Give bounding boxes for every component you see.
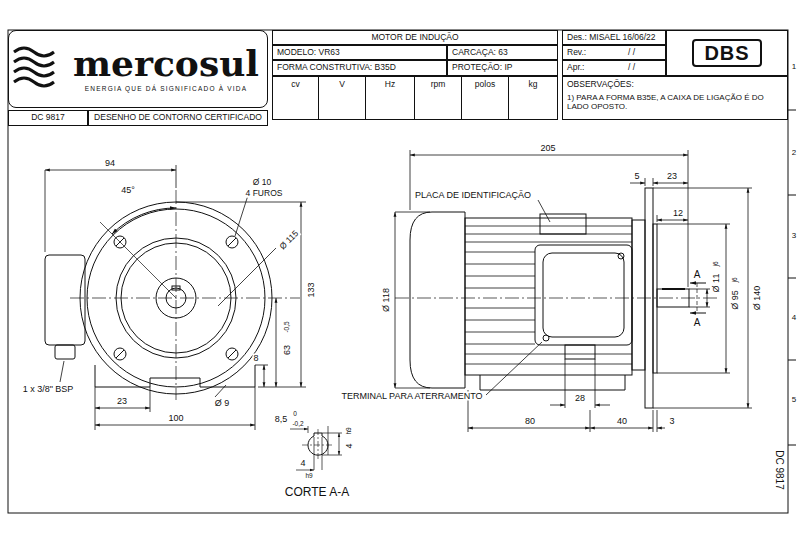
title-block-cell: DESENHO DE CONTORNO CERTIFICADO	[88, 110, 268, 126]
cell-text: MODELO: VR63	[277, 48, 340, 57]
dimension-label: 4	[791, 314, 797, 322]
dimension-label: 100	[167, 414, 184, 423]
dimension-label: 4 FUROS	[245, 189, 284, 198]
dimension-label: Ø 9	[214, 399, 231, 408]
cell-text: PROTEÇÃO: IP	[452, 63, 512, 72]
title-block-cell: MODELO: VR63	[272, 45, 447, 60]
title-block-cell: OBSERVAÇÕES: 1) PARA A FORMA B35E, A CAIX…	[562, 76, 788, 120]
dimension-label: 45°	[120, 186, 136, 195]
tolerance-label: j6	[732, 276, 739, 283]
title-block-cell: Des.: MISAEL 16/06/22	[562, 30, 666, 45]
cell-text: V	[339, 80, 345, 119]
cell-text: Des.: MISAEL 16/06/22	[567, 33, 656, 42]
dimension-label: PLACA DE IDENTIFICAÇÃO	[414, 191, 532, 200]
cell-text: Rev.:	[567, 48, 586, 57]
cell-text: cv	[291, 80, 300, 119]
dimension-label: 80	[524, 417, 536, 426]
dimension-lines	[45, 165, 306, 430]
dimension-label: Ø 11	[712, 273, 721, 294]
dimension-label: 205	[539, 144, 556, 153]
dimension-label: DC 9817	[774, 449, 784, 490]
dimension-label: 8	[252, 354, 259, 363]
title-block-cell: kg	[508, 76, 558, 120]
margin-ticks	[788, 110, 796, 445]
logo-box: mercosulENERGIA QUE DÁ SIGNIFICADO À VID…	[8, 30, 268, 108]
company-logo: DBS	[692, 39, 761, 67]
dimension-label: 40	[616, 417, 628, 426]
title-block-cell: CARCAÇA: 63	[447, 45, 558, 60]
cell-text: / /	[628, 48, 635, 57]
dimension-label: 28	[574, 394, 586, 403]
title-block-cell: DBS	[666, 30, 788, 76]
cell-text: FORMA CONSTRUTIVA: B35D	[277, 63, 396, 72]
dimension-label: 1	[791, 63, 797, 71]
dimension-label: Ø 140	[753, 285, 762, 312]
dimension-label: 8,5	[274, 415, 289, 424]
dimension-label: 5	[633, 172, 640, 181]
dimension-label: Ø 95	[731, 289, 740, 311]
title-block-cell: PROTEÇÃO: IP	[447, 60, 558, 76]
dimension-label: A	[693, 270, 702, 280]
title-block-cell: Rev.: / /	[562, 45, 666, 60]
dimension-label: Ø 115	[277, 228, 300, 251]
dimension-label: A	[693, 318, 702, 328]
dimension-label: CORTE A-A	[284, 486, 350, 498]
dimension-label: 63	[283, 344, 292, 356]
tolerance-label: h9	[304, 473, 313, 480]
cell-text: Apr.:	[567, 63, 584, 72]
dimension-label: 23	[666, 172, 678, 181]
title-block-cell: MOTOR DE INDUÇÃO	[272, 30, 558, 45]
dimension-label: 2	[791, 149, 797, 157]
title-block-cell: polos	[461, 76, 509, 120]
dimension-label: 133	[307, 281, 316, 298]
tolerance-label: h9	[346, 426, 353, 435]
cell-text: rpm	[431, 80, 446, 119]
logo-icon	[14, 48, 54, 86]
dimension-label: 23	[116, 397, 128, 406]
cell-text: MOTOR DE INDUÇÃO	[371, 33, 458, 42]
dimension-label: Ø 10	[252, 178, 272, 187]
title-block-cell: Apr.: / /	[562, 60, 666, 76]
title-block-cell: rpm	[414, 76, 462, 120]
dimension-label: Ø 118	[382, 287, 391, 313]
cell-text: polos	[475, 80, 495, 119]
dimension-lines	[395, 150, 752, 432]
dimension-label: 3	[791, 232, 797, 240]
dimension-label: 3	[668, 417, 675, 426]
side-view	[395, 188, 720, 408]
dimension-label: 1 x 3/8" BSP	[22, 385, 75, 394]
brand-tagline: ENERGIA QUE DÁ SIGNIFICADO À VIDA	[85, 85, 247, 92]
tolerance-label: -0,2	[291, 421, 304, 428]
brand-name: mercosul	[73, 45, 259, 81]
dimension-label: 4	[345, 442, 354, 449]
title-block-cell: cv	[272, 76, 319, 120]
dimension-label: 12	[672, 209, 684, 218]
sheet-frame	[8, 30, 788, 513]
cell-text: kg	[529, 80, 538, 119]
title-block-cell: Hz	[365, 76, 415, 120]
cell-text: OBSERVAÇÕES:	[567, 80, 783, 89]
tolerance-label: -0,5	[284, 320, 291, 333]
cell-text: CARCAÇA: 63	[452, 48, 508, 57]
title-block-cell: FORMA CONSTRUTIVA: B35D	[272, 60, 447, 76]
dimension-label: 94	[104, 159, 116, 168]
cell-text: 1) PARA A FORMA B35E, A CAIXA DE LIGAÇÃO…	[567, 94, 783, 112]
dimension-label: 4	[299, 459, 306, 468]
title-block-cell: DC 9817	[8, 110, 88, 126]
section-aa	[290, 426, 342, 470]
cell-text: DC 9817	[31, 113, 65, 122]
dimension-label: 5	[791, 396, 797, 404]
cell-text: DESENHO DE CONTORNO CERTIFICADO	[94, 113, 262, 122]
dimension-label: TERMINAL PARA ATERRAMENTO	[340, 392, 483, 401]
cell-text: Hz	[385, 80, 395, 119]
tolerance-label: 0	[292, 411, 298, 418]
front-view	[45, 190, 300, 400]
title-block-cell: V	[318, 76, 366, 120]
cell-text: / /	[628, 63, 635, 72]
tolerance-label: j6	[713, 260, 720, 267]
